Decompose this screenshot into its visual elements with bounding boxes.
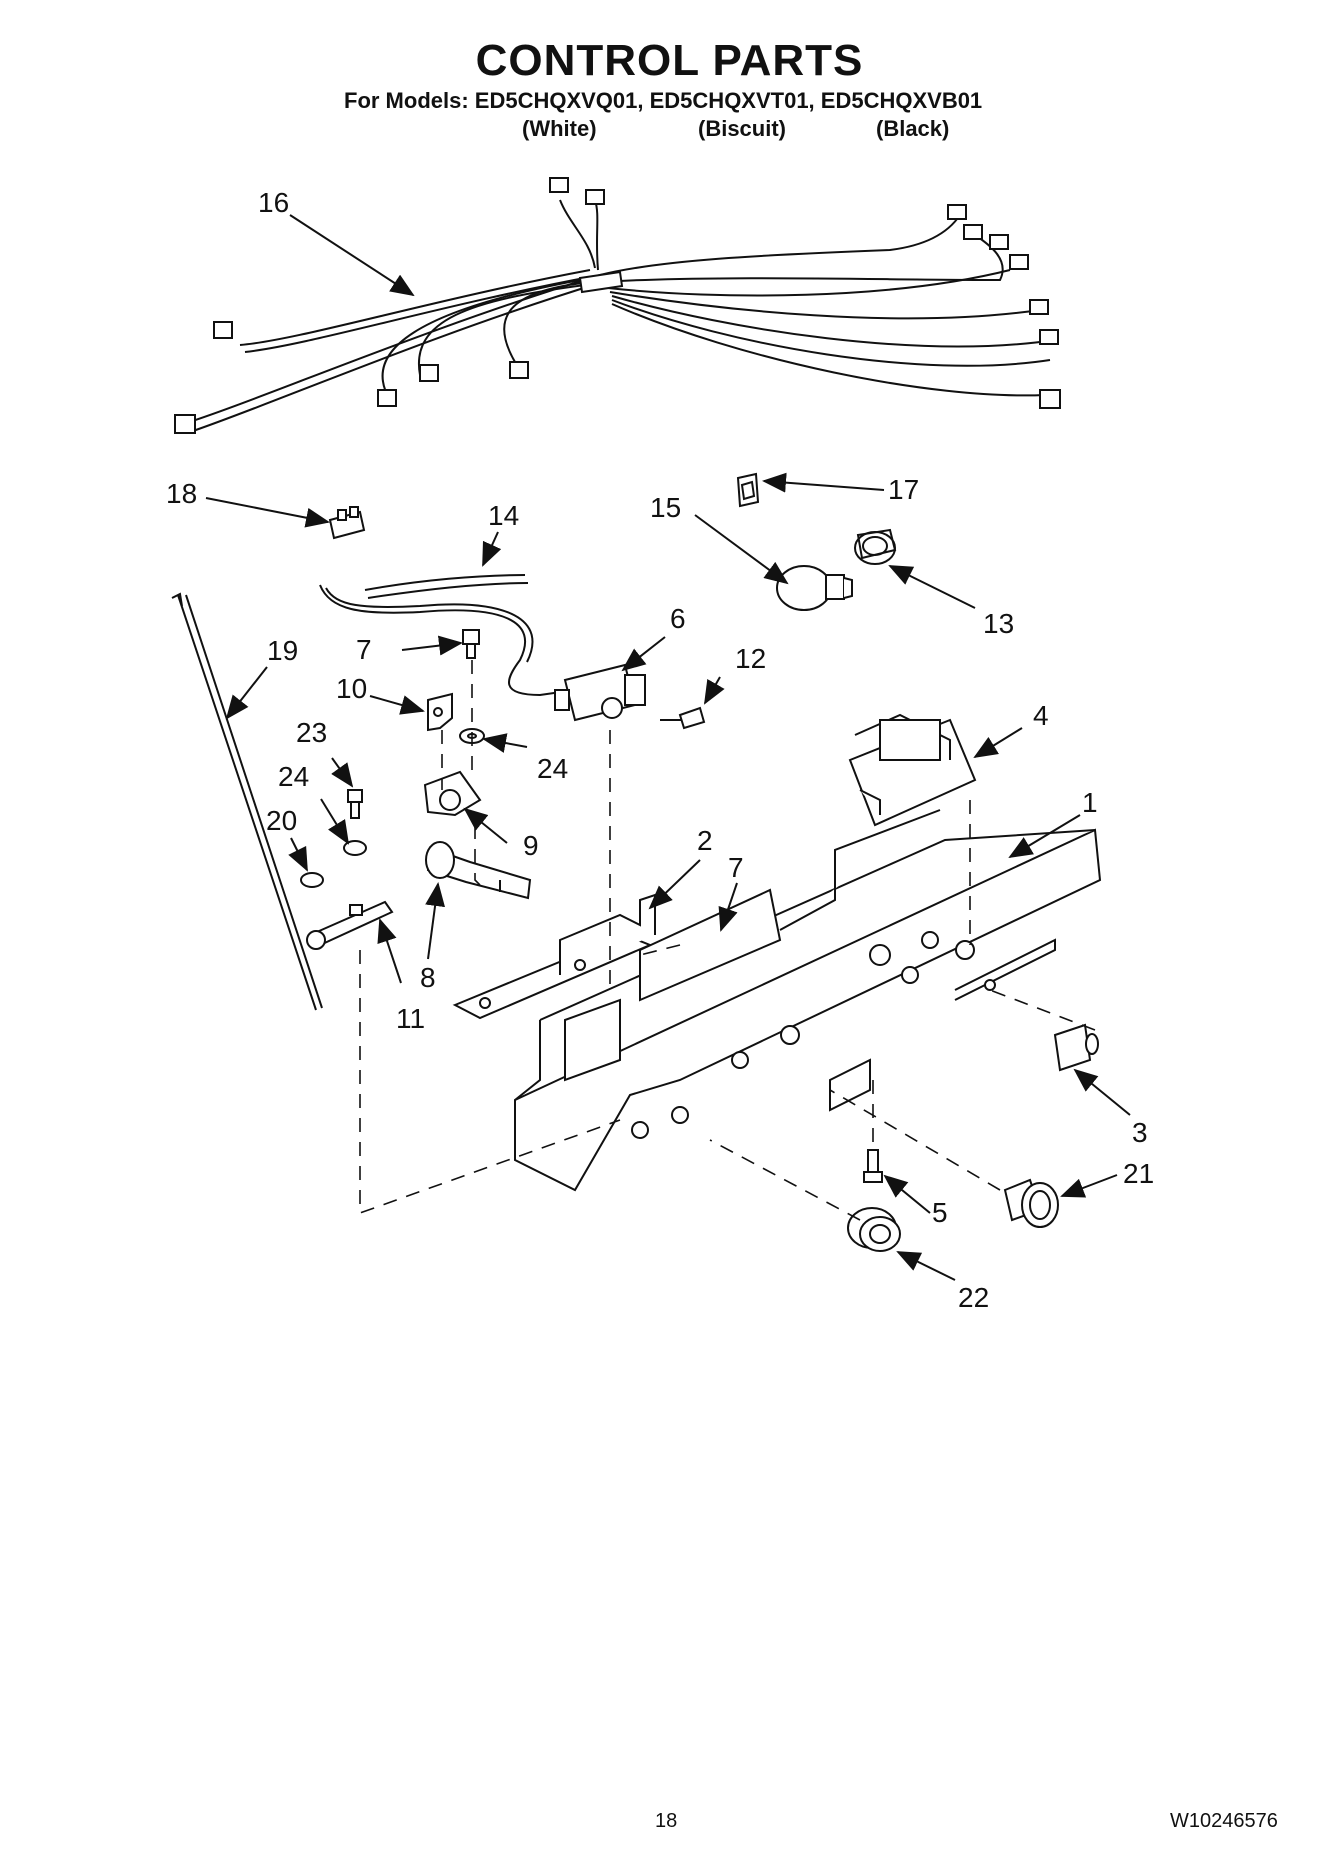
socket-13 bbox=[854, 528, 897, 565]
color-black: (Black) bbox=[876, 116, 950, 141]
shaft-8 bbox=[425, 841, 532, 900]
callout-19: 19 bbox=[267, 635, 298, 666]
callout-18: 18 bbox=[166, 478, 197, 509]
callout-22: 22 bbox=[958, 1282, 989, 1313]
bulb-15 bbox=[776, 565, 853, 611]
callout-11: 11 bbox=[396, 1003, 425, 1034]
callout-16: 16 bbox=[258, 187, 289, 218]
color-white: (White) bbox=[522, 116, 597, 141]
callout-24a: 24 bbox=[537, 753, 568, 784]
page-title: CONTROL PARTS bbox=[475, 36, 864, 85]
callout-23: 23 bbox=[296, 717, 327, 748]
clip-18 bbox=[328, 506, 366, 540]
callout-2: 2 bbox=[697, 825, 713, 856]
callout-12: 12 bbox=[735, 643, 766, 674]
callout-6: 6 bbox=[670, 603, 686, 634]
callout-21: 21 bbox=[1123, 1158, 1154, 1189]
lever-11 bbox=[306, 900, 394, 950]
callout-15: 15 bbox=[650, 492, 681, 523]
callout-13: 13 bbox=[983, 608, 1014, 639]
document-code: W10246576 bbox=[1170, 1810, 1278, 1832]
callout-numbers: 16 18 14 17 15 13 6 12 7 19 10 24 23 24 … bbox=[166, 187, 1154, 1313]
connector-3 bbox=[1053, 1023, 1099, 1072]
wire-harness bbox=[174, 177, 1061, 434]
bracket-17 bbox=[736, 472, 760, 508]
knob-22 bbox=[847, 1207, 901, 1252]
callout-24b: 24 bbox=[278, 761, 309, 792]
screw-23 bbox=[347, 789, 363, 819]
callout-7b: 7 bbox=[728, 852, 744, 883]
page-number: 18 bbox=[655, 1810, 678, 1832]
screw-7-top bbox=[462, 629, 480, 659]
models-line: For Models: ED5CHQXVQ01, ED5CHQXVT01, ED… bbox=[344, 88, 983, 113]
callout-17: 17 bbox=[888, 474, 919, 505]
tube-14 bbox=[319, 574, 576, 697]
cam-9 bbox=[423, 770, 482, 817]
washer-20 bbox=[300, 872, 324, 888]
callout-3: 3 bbox=[1132, 1117, 1148, 1148]
transformer-4 bbox=[848, 713, 977, 827]
screw-12 bbox=[660, 706, 706, 730]
color-biscuit: (Biscuit) bbox=[698, 116, 786, 141]
knob-21 bbox=[1003, 1178, 1059, 1228]
callout-10: 10 bbox=[336, 673, 367, 704]
switch-6 bbox=[554, 663, 646, 722]
screw-5 bbox=[863, 1149, 883, 1183]
callout-7a: 7 bbox=[356, 634, 372, 665]
washer-24b bbox=[343, 840, 367, 856]
control-housing-1 bbox=[514, 809, 1102, 1192]
bracket-10 bbox=[427, 692, 453, 732]
assembly-lines bbox=[359, 660, 1096, 1221]
leader-arrows bbox=[205, 214, 1131, 1281]
bracket-2 bbox=[452, 893, 656, 1020]
callout-8: 8 bbox=[420, 962, 436, 993]
callout-1: 1 bbox=[1082, 787, 1098, 818]
callout-14: 14 bbox=[488, 500, 519, 531]
callout-20: 20 bbox=[266, 805, 297, 836]
callout-4: 4 bbox=[1033, 700, 1049, 731]
rod-19 bbox=[171, 592, 323, 1011]
callout-9: 9 bbox=[523, 830, 539, 861]
callout-5: 5 bbox=[932, 1197, 948, 1228]
